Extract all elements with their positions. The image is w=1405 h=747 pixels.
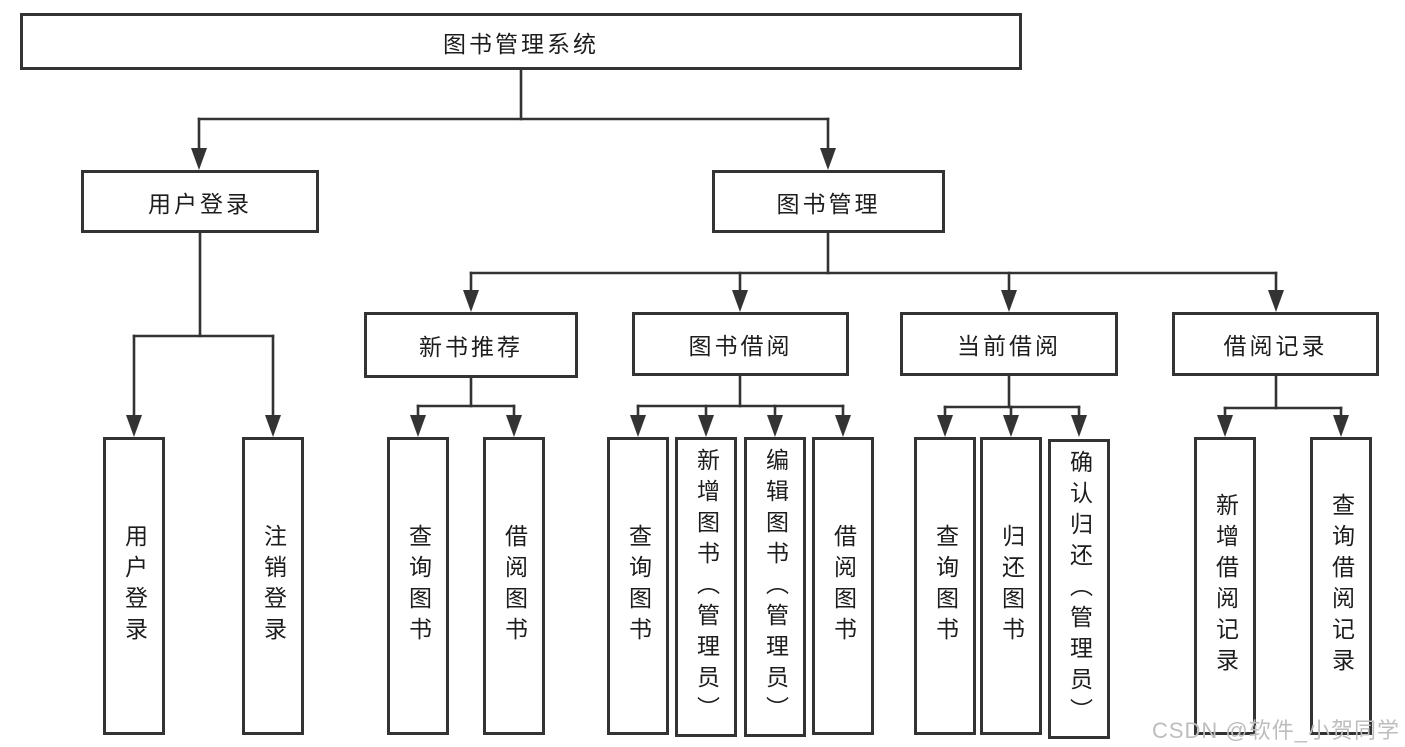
node-label: 确认归还（管理员）: [1066, 449, 1093, 729]
node-label: 借阅记录: [1223, 333, 1328, 359]
node-label: 图书借阅: [688, 333, 793, 359]
csdn-watermark: CSDN @软件_小贺同学: [1151, 718, 1400, 743]
node-label: 查询图书: [625, 524, 652, 648]
leaf-query-books-current: 查询图书: [914, 437, 976, 735]
node-book-management: 图书管理: [712, 170, 945, 233]
node-label: 编辑图书（管理员）: [762, 447, 789, 727]
node-borrow-records: 借阅记录: [1172, 312, 1379, 376]
node-label: 借阅图书: [830, 524, 857, 648]
node-label: 新书推荐: [419, 334, 523, 360]
leaf-query-books-recommend: 查询图书: [387, 437, 449, 735]
node-label: 借阅图书: [501, 524, 528, 648]
node-label: 查询借阅记录: [1328, 493, 1355, 679]
node-label: 用户登录: [121, 524, 148, 648]
arrowheads: [126, 148, 1349, 437]
node-label: 图书管理: [776, 190, 881, 217]
leaf-edit-book-admin: 编辑图书（管理员）: [744, 437, 806, 737]
node-label: 新增图书（管理员）: [693, 447, 720, 727]
leaf-logout: 注销登录: [242, 437, 304, 735]
node-label: 查询图书: [932, 524, 959, 648]
node-label: 当前借阅: [957, 333, 1061, 359]
node-label: 注销登录: [260, 524, 287, 648]
node-user-login: 用户登录: [81, 170, 319, 233]
node-label: 归还图书: [998, 524, 1025, 648]
node-label: 新增借阅记录: [1212, 493, 1239, 679]
node-book-borrow: 图书借阅: [632, 312, 849, 376]
node-label: 用户登录: [148, 190, 252, 217]
leaf-borrow-books: 借阅图书: [812, 437, 874, 735]
node-current-borrow: 当前借阅: [900, 312, 1118, 376]
node-root: 图书管理系统: [20, 13, 1022, 70]
leaf-confirm-return-admin: 确认归还（管理员）: [1048, 439, 1110, 739]
leaf-add-borrow-record: 新增借阅记录: [1194, 437, 1256, 735]
node-new-book-recommend: 新书推荐: [364, 312, 578, 378]
leaf-return-book: 归还图书: [980, 437, 1042, 735]
node-label: 图书管理系统: [443, 30, 599, 57]
leaf-user-login: 用户登录: [103, 437, 165, 735]
node-label: 查询图书: [405, 524, 432, 648]
leaf-query-borrow-record: 查询借阅记录: [1310, 437, 1372, 735]
leaf-add-book-admin: 新增图书（管理员）: [675, 437, 737, 737]
leaf-borrow-books-recommend: 借阅图书: [483, 437, 545, 735]
leaf-query-books-borrow: 查询图书: [607, 437, 669, 735]
